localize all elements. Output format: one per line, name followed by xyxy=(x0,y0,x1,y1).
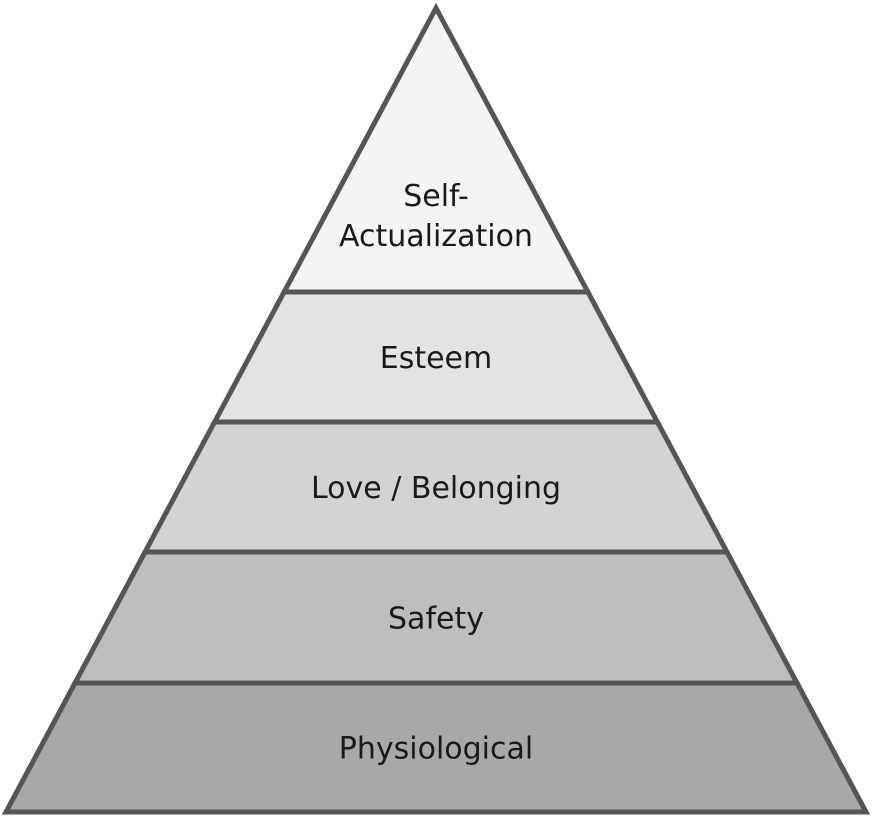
pyramid-level-label: Physiological xyxy=(339,732,533,767)
pyramid-level-label: Love / Belonging xyxy=(311,471,561,506)
pyramid-level-label: Actualization xyxy=(339,219,533,254)
pyramid-level-5 xyxy=(1,680,871,815)
pyramid-level-label: Safety xyxy=(388,602,484,637)
pyramid-level-label: Esteem xyxy=(380,341,493,376)
pyramid-level-label: Self- xyxy=(403,179,469,214)
